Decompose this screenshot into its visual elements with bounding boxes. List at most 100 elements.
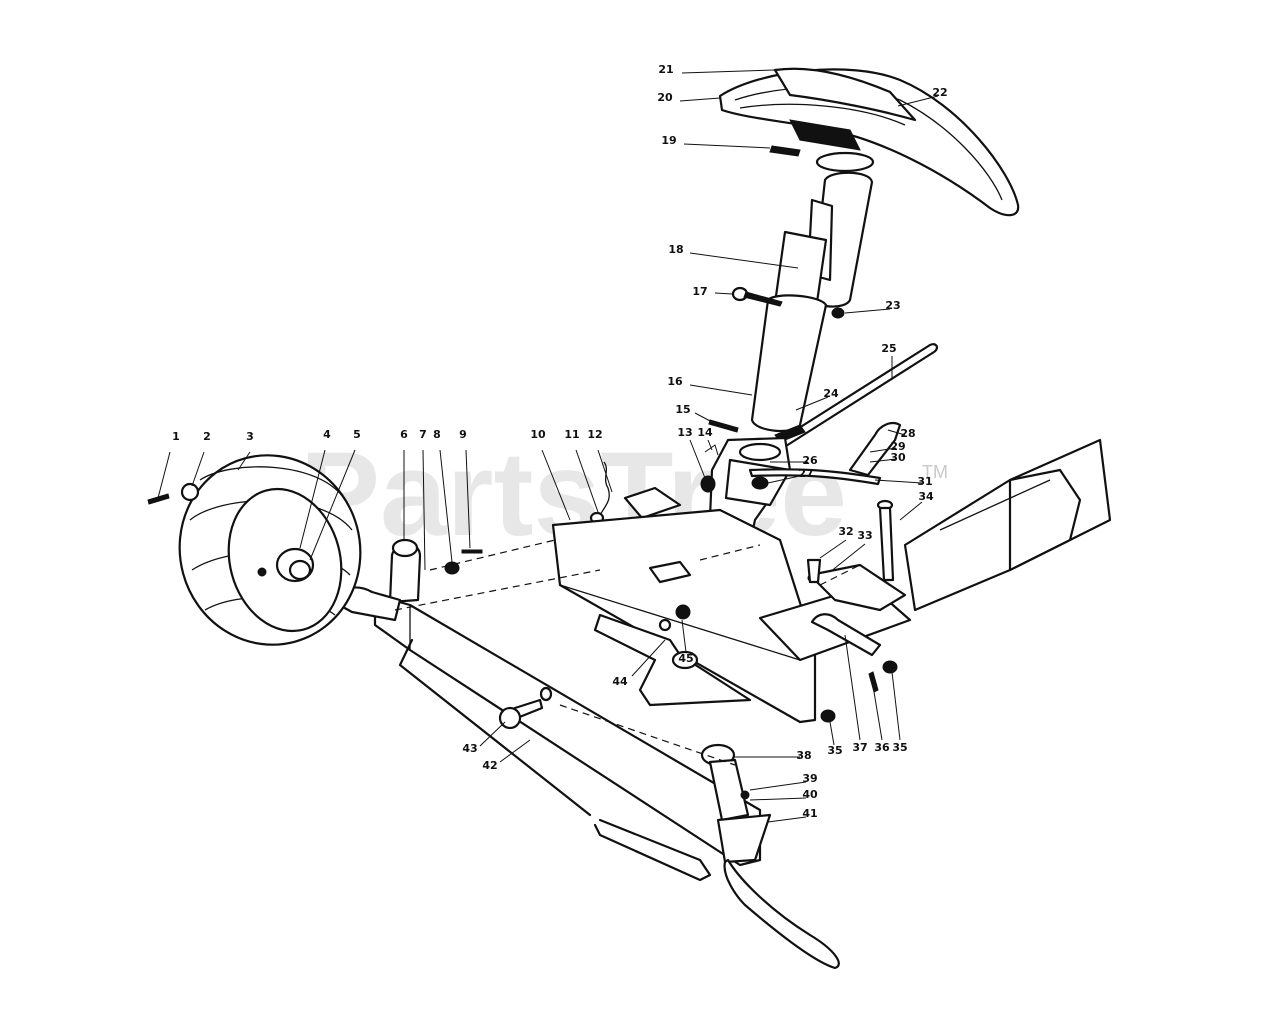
cotter-pin-1 — [147, 493, 170, 505]
callout-leader-c43 — [479, 721, 506, 747]
bolt-34 — [876, 499, 895, 582]
callout-label-c32[interactable]: 32 — [838, 525, 853, 538]
callout-leader-c34 — [899, 501, 923, 521]
rear-frame — [903, 438, 1112, 612]
callout-label-c19[interactable]: 19 — [661, 134, 676, 147]
callout-label-c14[interactable]: 14 — [697, 426, 713, 439]
steering-shaft[interactable] — [750, 171, 874, 433]
callout-leader-c30 — [869, 458, 897, 463]
callout-leader-c31 — [874, 479, 923, 484]
callout-label-c11[interactable]: 11 — [564, 428, 579, 441]
callout-label-c3[interactable]: 3 — [246, 430, 254, 443]
callout-label-c25[interactable]: 25 — [881, 342, 896, 355]
watermark-tm: TM — [922, 462, 948, 482]
callout-leader-c33 — [829, 543, 866, 573]
callout-leader-c19 — [683, 143, 771, 149]
callout-leader-c32 — [819, 539, 847, 559]
callout-label-c35b[interactable]: 35 — [827, 744, 842, 757]
callout-leader-c11 — [575, 449, 599, 513]
bolt-43 — [498, 686, 553, 730]
callout-label-c29[interactable]: 29 — [890, 440, 905, 453]
callout-label-c37[interactable]: 37 — [852, 741, 867, 754]
callout-leader-c21 — [681, 69, 776, 74]
steering-wheel[interactable] — [718, 67, 1020, 217]
drag-link[interactable] — [778, 343, 939, 448]
callout-leader-c22 — [897, 95, 939, 107]
spindle-37[interactable] — [810, 613, 882, 657]
callout-leader-c2 — [191, 451, 205, 487]
callout-label-c23[interactable]: 23 — [885, 299, 900, 312]
callout-leader-c18 — [689, 252, 799, 269]
callout-leader-c41 — [767, 816, 807, 823]
callout-leader-c10 — [541, 449, 571, 521]
callout-label-c39[interactable]: 39 — [802, 772, 817, 785]
bracket-12 — [623, 486, 682, 520]
callout-leader-c17 — [714, 292, 733, 295]
spring-11 — [597, 461, 610, 519]
callout-label-c28[interactable]: 28 — [900, 427, 915, 440]
assembly-lines — [394, 539, 861, 766]
callout-label-c36[interactable]: 36 — [874, 741, 890, 754]
callout-label-c30[interactable]: 30 — [890, 451, 906, 464]
spring-14 — [704, 444, 719, 456]
callout-label-c8[interactable]: 8 — [433, 428, 441, 441]
callout-label-c34[interactable]: 34 — [918, 490, 934, 503]
washer-2 — [180, 482, 200, 502]
washer-39-40 — [740, 790, 750, 800]
callout-leader-c3 — [237, 451, 251, 471]
callout-leader-c14 — [707, 439, 713, 451]
callout-label-c45[interactable]: 45 — [678, 652, 693, 665]
callout-leader-c13 — [689, 439, 706, 479]
callout-label-c2[interactable]: 2 — [203, 430, 211, 443]
callout-label-c18[interactable]: 18 — [668, 243, 683, 256]
callout-label-c38[interactable]: 38 — [796, 749, 811, 762]
callout-leader-c7 — [422, 449, 426, 571]
callout-label-c27[interactable]: 27 — [798, 467, 813, 480]
right-spindle-kingpin[interactable] — [700, 743, 840, 970]
callout-label-c20[interactable]: 20 — [657, 91, 673, 104]
callout-leader-c12 — [597, 449, 613, 493]
callout-label-c16[interactable]: 16 — [667, 375, 683, 388]
callout-label-c24[interactable]: 24 — [823, 387, 839, 400]
callout-label-c6[interactable]: 6 — [400, 428, 408, 441]
callout-leader-c42 — [499, 739, 531, 763]
callout-label-c17[interactable]: 17 — [692, 285, 707, 298]
callout-label-c1[interactable]: 1 — [172, 430, 180, 443]
bushing-13 — [700, 475, 716, 493]
callout-label-c41[interactable]: 41 — [802, 807, 817, 820]
callout-leader-c16 — [689, 384, 753, 396]
pin-9 — [461, 549, 483, 554]
callout-leader-c23 — [844, 308, 891, 314]
callout-leader-c9 — [465, 449, 471, 549]
callout-label-c13[interactable]: 13 — [677, 426, 692, 439]
nut-35-right — [882, 660, 898, 674]
callout-label-c5[interactable]: 5 — [353, 428, 361, 441]
front-wheel[interactable] — [158, 435, 381, 665]
callout-leader-c37 — [844, 634, 861, 741]
callout-label-c31[interactable]: 31 — [917, 475, 932, 488]
callout-label-c33[interactable]: 33 — [857, 529, 872, 542]
callout-leader-c35a — [891, 671, 901, 741]
lift-lever[interactable] — [748, 421, 902, 486]
callout-label-c21[interactable]: 21 — [658, 63, 673, 76]
callout-label-c35a[interactable]: 35 — [892, 741, 907, 754]
callout-label-c9[interactable]: 9 — [459, 428, 467, 441]
callout-label-c40[interactable]: 40 — [802, 788, 818, 801]
pin-15 — [708, 419, 739, 433]
callout-leader-c44 — [631, 639, 666, 677]
callout-label-c22[interactable]: 22 — [932, 86, 947, 99]
callout-label-c42[interactable]: 42 — [482, 759, 497, 772]
callout-label-c26[interactable]: 26 — [802, 454, 818, 467]
callout-label-c43[interactable]: 43 — [462, 742, 477, 755]
nut-45 — [675, 604, 691, 620]
callout-label-c12[interactable]: 12 — [587, 428, 602, 441]
tie-rod[interactable] — [398, 638, 712, 882]
callout-leader-c29 — [869, 447, 897, 453]
callout-label-c7[interactable]: 7 — [419, 428, 427, 441]
callout-label-c44[interactable]: 44 — [612, 675, 628, 688]
callout-label-c10[interactable]: 10 — [530, 428, 546, 441]
callout-leader-c36 — [873, 691, 883, 741]
callout-label-c4[interactable]: 4 — [323, 428, 331, 441]
callout-label-c15[interactable]: 15 — [675, 403, 690, 416]
